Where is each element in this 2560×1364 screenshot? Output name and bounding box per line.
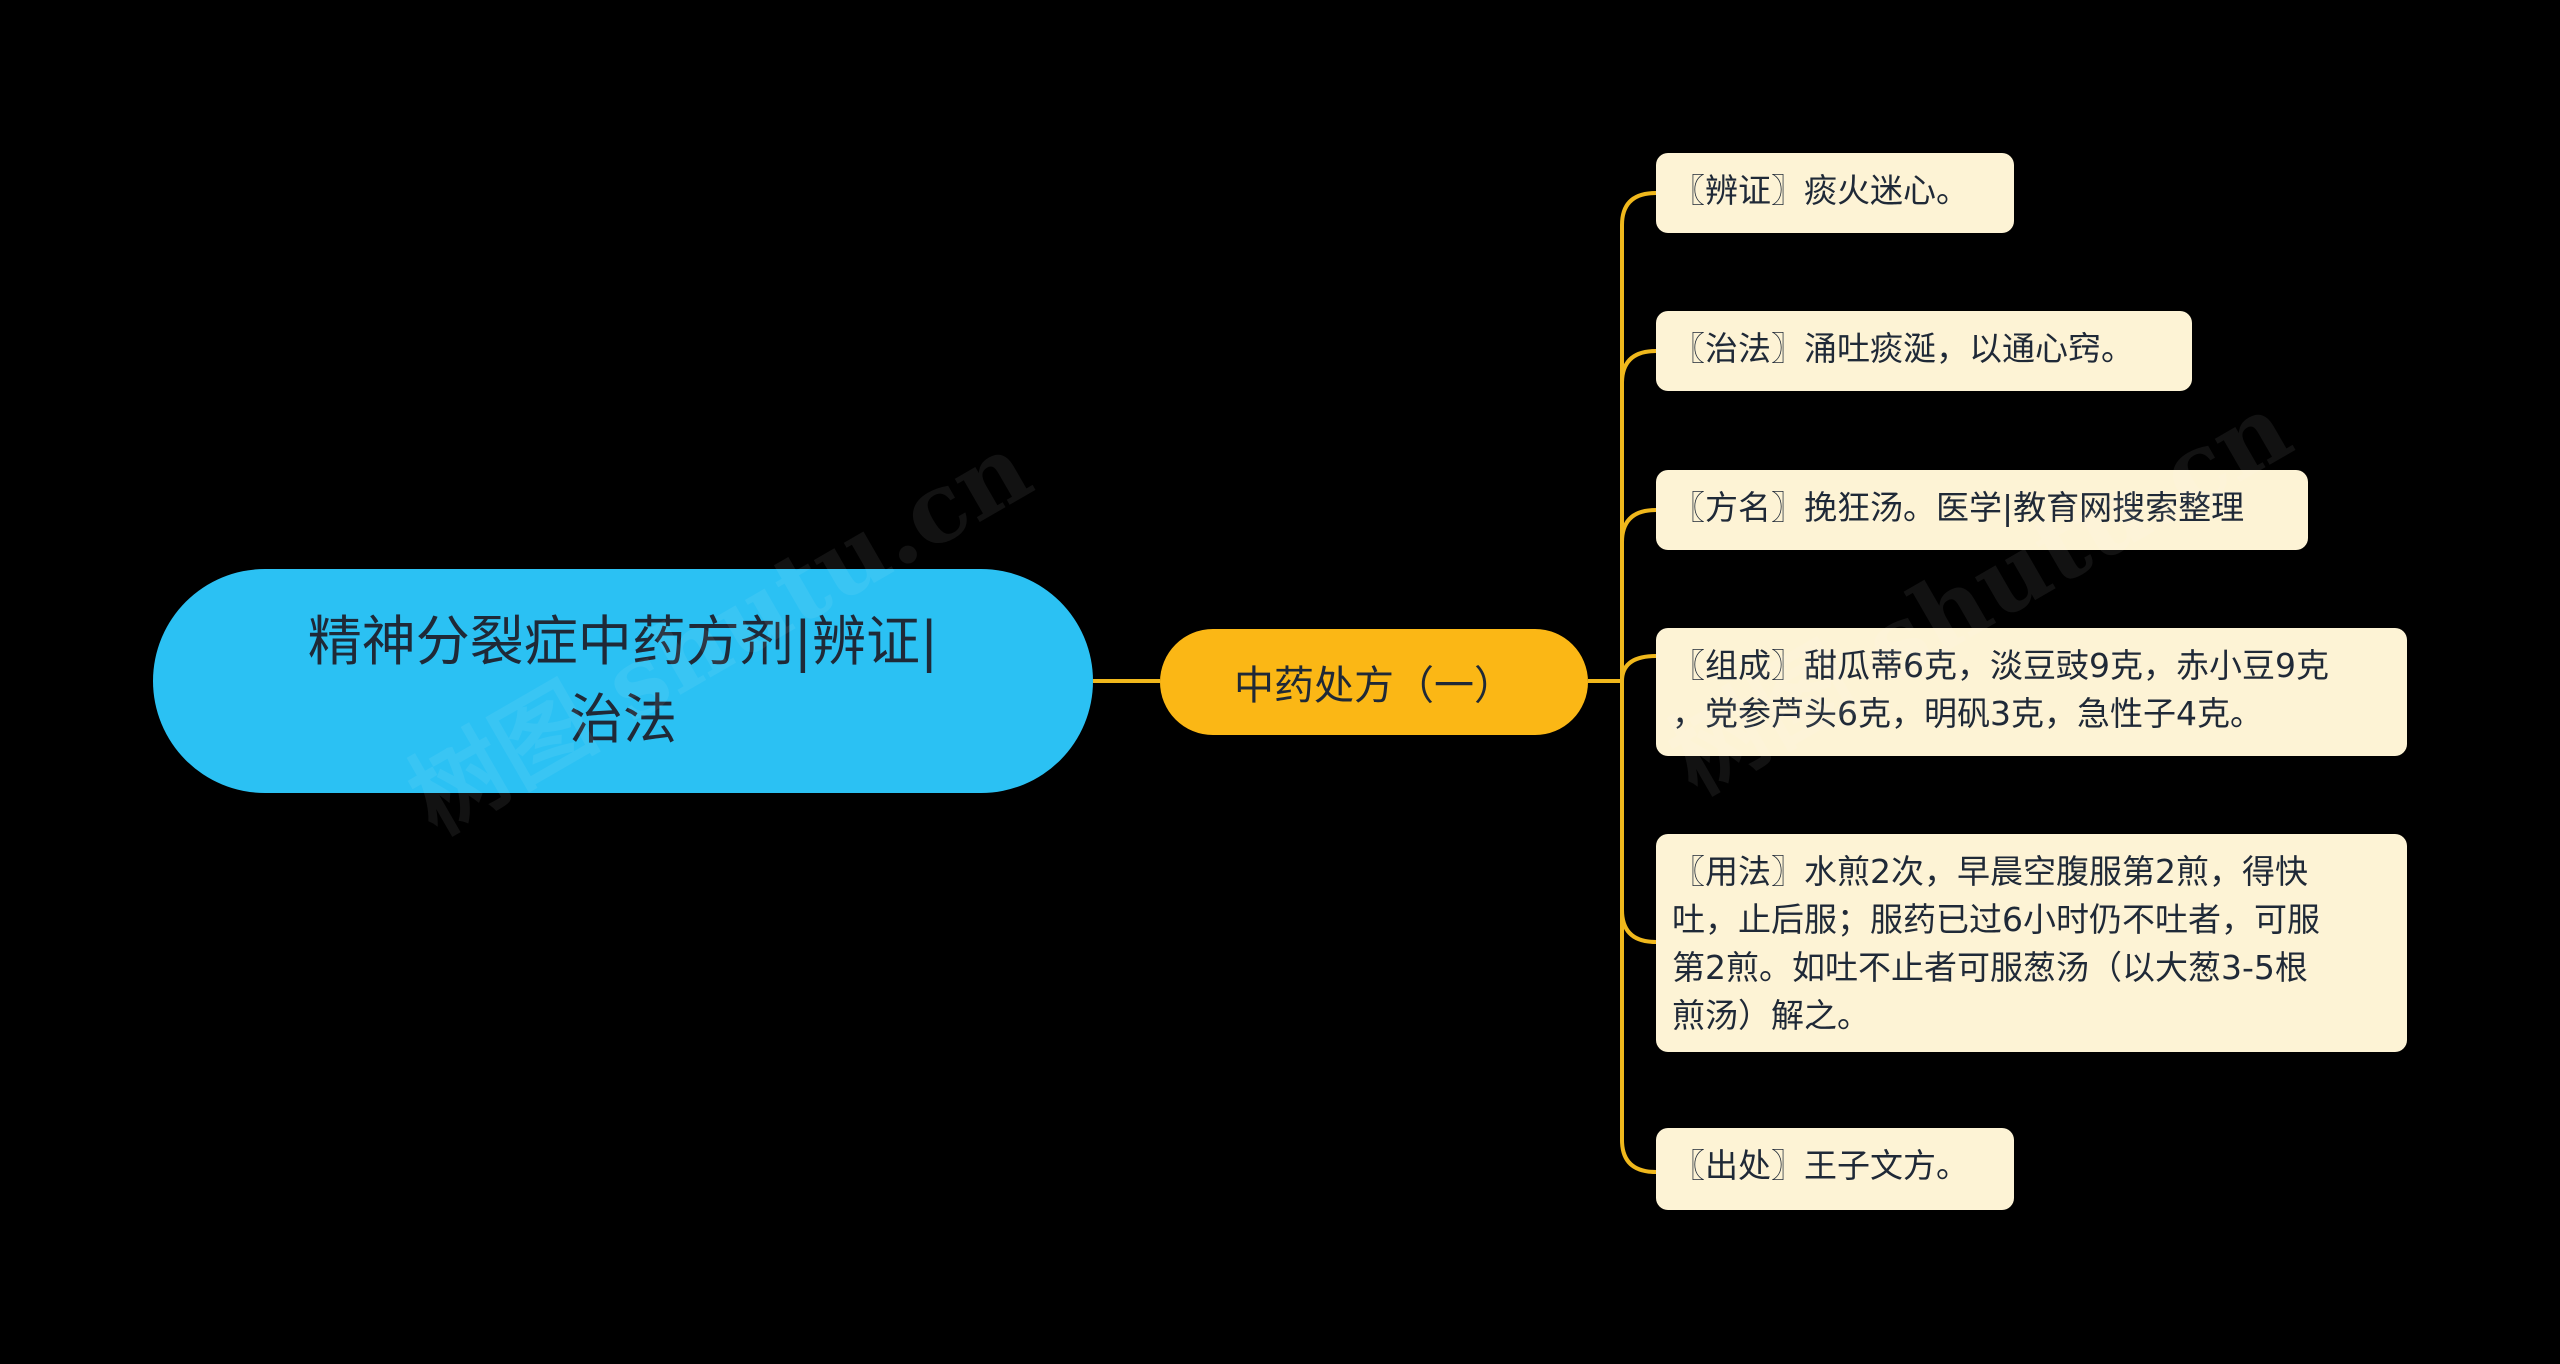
leaf-node-treatment[interactable]: 〖治法〗涌吐痰涎，以通心窍。 (1656, 311, 2192, 391)
leaf-connector-3 (1620, 508, 1657, 681)
leaf-line: 〖辨证〗痰火迷心。 (1672, 171, 1969, 210)
leaf-line: 〖方名〗挽狂汤。医学|教育网搜索整理 (1672, 488, 2245, 527)
leaf-connector-1 (1620, 191, 1657, 681)
root-topic-label: 精神分裂症中药方剂|辨证| 治法 (308, 603, 938, 759)
leaf-connector-4 (1620, 654, 1657, 682)
leaf-node-source[interactable]: 〖出处〗王子文方。 (1656, 1128, 2014, 1210)
leaf-node-formula-name[interactable]: 〖方名〗挽狂汤。医学|教育网搜索整理 (1656, 470, 2308, 550)
leaf-line: 〖出处〗王子文方。 (1672, 1146, 1969, 1185)
leaf-line: 〖组成〗甜瓜蒂6克，淡豆豉9克，赤小豆9克 (1672, 646, 2329, 685)
leaf-connector-6 (1620, 681, 1657, 1174)
leaf-line: 吐，止后服；服药已过6小时仍不吐者，可服 (1672, 900, 2320, 939)
leaf-connector-2 (1620, 349, 1657, 681)
root-topic-line-2: 治法 (568, 688, 677, 751)
leaf-line: 〖治法〗涌吐痰涎，以通心窍。 (1672, 329, 2134, 368)
leaf-node-usage[interactable]: 〖用法〗水煎2次，早晨空腹服第2煎，得快 吐，止后服；服药已过6小时仍不吐者，可… (1656, 834, 2407, 1052)
branch-node-label: 中药处方（一） (1234, 663, 1514, 709)
leaf-line: 〖用法〗水煎2次，早晨空腹服第2煎，得快 (1672, 852, 2308, 891)
leaf-node-composition[interactable]: 〖组成〗甜瓜蒂6克，淡豆豉9克，赤小豆9克 ，党参芦头6克，明矾3克，急性子4克… (1656, 628, 2407, 756)
root-topic-line-1: 精神分裂症中药方剂|辨证| (307, 610, 939, 673)
leaf-line: 第2煎。如吐不止者可服葱汤（以大葱3-5根 (1672, 948, 2308, 987)
leaf-node-differentiation[interactable]: 〖辨证〗痰火迷心。 (1656, 153, 2014, 233)
branch-node-prescription[interactable]: 中药处方（一） (1160, 629, 1588, 735)
leaf-line: 煎汤）解之。 (1672, 996, 1870, 1035)
leaf-line: ，党参芦头6克，明矾3克，急性子4克。 (1672, 694, 2263, 733)
leaf-connector-5 (1620, 681, 1657, 944)
root-topic-node[interactable]: 精神分裂症中药方剂|辨证| 治法 (153, 569, 1093, 793)
